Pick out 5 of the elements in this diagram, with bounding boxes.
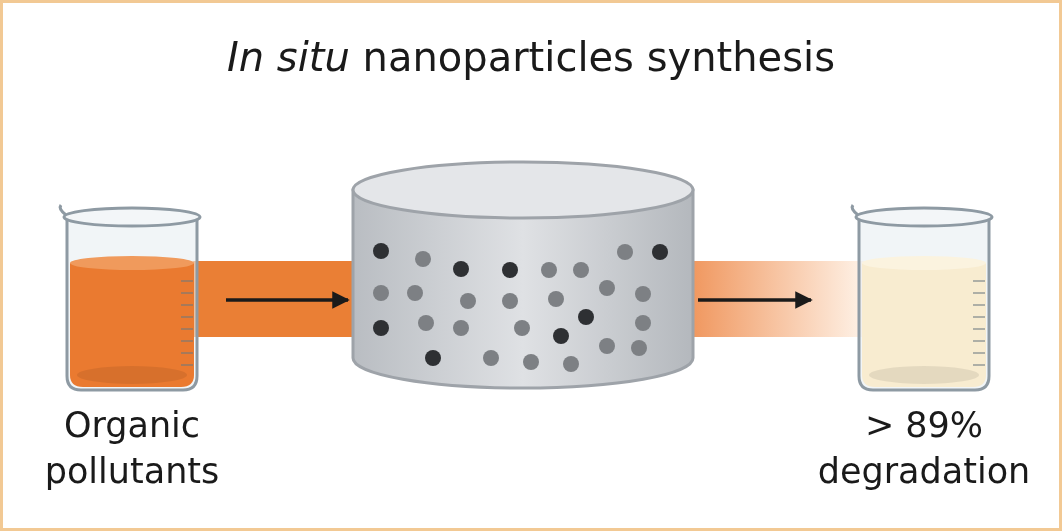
node-label: > 89% degradation — [816, 404, 1032, 493]
arrow — [226, 291, 350, 309]
node-label: Organic pollutants — [43, 404, 221, 493]
title: In situ nanoparticles synthesis — [226, 33, 836, 82]
arrow — [698, 291, 813, 309]
